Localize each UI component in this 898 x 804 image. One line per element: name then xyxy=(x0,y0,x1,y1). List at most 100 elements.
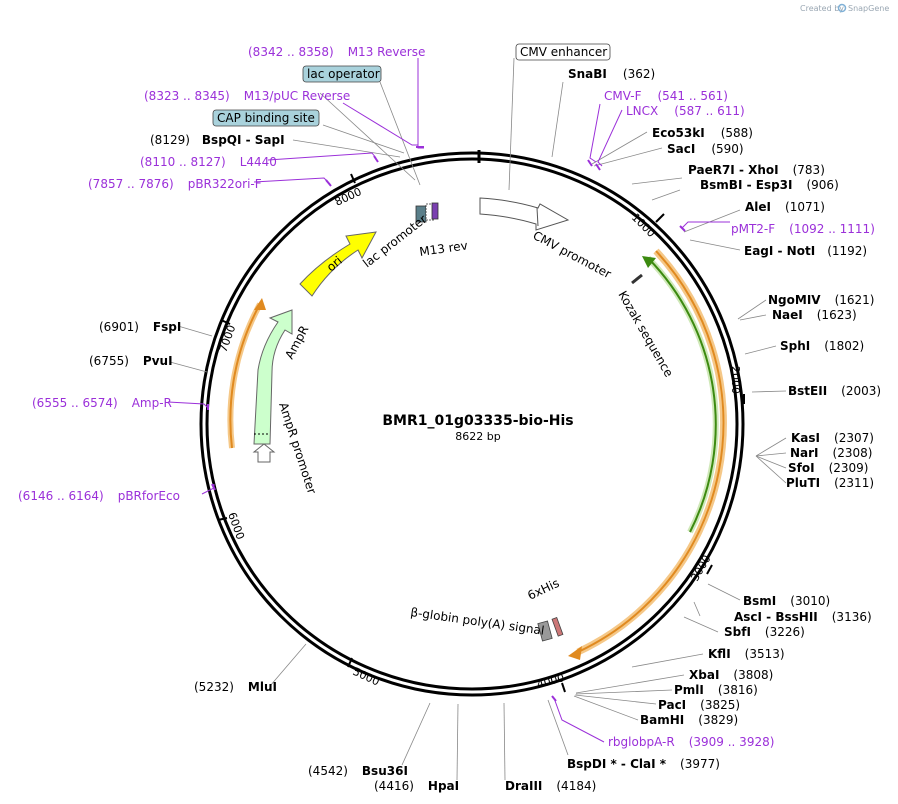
svg-text:BsmI(3010): BsmI(3010) xyxy=(743,594,830,608)
orf-inner-right-arrowhead xyxy=(642,256,656,268)
his-tag-block[interactable] xyxy=(551,617,564,637)
svg-text:LNCX(587 .. 611): LNCX(587 .. 611) xyxy=(626,104,745,118)
cmv-enhancer-box[interactable]: CMV enhancer xyxy=(515,43,611,61)
svg-text:(8342 .. 8358)M13 Reverse: (8342 .. 8358)M13 Reverse xyxy=(248,45,425,59)
enzyme-bsu36i: Bsu36I xyxy=(362,764,408,778)
ampr-promoter-arrow[interactable] xyxy=(252,443,276,463)
polya-block[interactable] xyxy=(537,620,553,642)
leader-lines xyxy=(169,57,787,781)
svg-text:KasI(2307): KasI(2307) xyxy=(791,431,874,445)
enzyme-sfoi: SfoI xyxy=(788,461,815,475)
svg-text:(8129)BspQI - SapI: (8129)BspQI - SapI xyxy=(150,133,285,147)
svg-text:(8323 .. 8345)M13/pUC Reverse: (8323 .. 8345)M13/pUC Reverse xyxy=(144,89,350,103)
svg-text:4000: 4000 xyxy=(535,671,565,691)
svg-text:(4542)Bsu36I: (4542)Bsu36I xyxy=(308,764,408,778)
svg-text:(6555 .. 6574)Amp-R: (6555 .. 6574)Amp-R xyxy=(32,396,172,410)
svg-text:CAP binding site: CAP binding site xyxy=(217,111,315,125)
cmv-promoter-divider xyxy=(536,207,539,227)
svg-text:(6755)PvuI: (6755)PvuI xyxy=(89,354,173,368)
his-label: 6xHis xyxy=(525,576,561,603)
plasmid-name: BMR1_01g03335-bio-His xyxy=(382,413,573,429)
svg-text:(6901)FspI: (6901)FspI xyxy=(99,320,181,334)
primer-pbrforeco: pBRforEco xyxy=(118,489,180,503)
enzyme-xbai: XbaI xyxy=(689,668,719,682)
svg-text:EagI - NotI(1192): EagI - NotI(1192) xyxy=(744,244,867,258)
svg-text:PluTI(2311): PluTI(2311) xyxy=(786,476,874,490)
plasmid-length: 8622 bp xyxy=(455,430,500,443)
orf-left-arrowhead xyxy=(254,298,266,310)
enzyme-draiii: DraIII xyxy=(505,779,542,793)
svg-text:(7857 .. 7876)pBR322ori-F: (7857 .. 7876)pBR322ori-F xyxy=(88,177,262,191)
enzyme-pvui: PvuI xyxy=(143,354,173,368)
backbone-inner xyxy=(205,157,739,691)
enzyme-bsmi: BsmI xyxy=(743,594,776,608)
svg-text:SfoI(2309): SfoI(2309) xyxy=(788,461,868,475)
svg-text:NarI(2308): NarI(2308) xyxy=(790,446,872,460)
svg-text:NaeI(1623): NaeI(1623) xyxy=(772,308,857,322)
enzyme-fspi: FspI xyxy=(153,320,181,334)
orf-outer-right xyxy=(576,248,727,656)
primer-l4440: L4440 xyxy=(240,155,277,169)
tick-3000: 3000 xyxy=(688,553,713,584)
svg-text:PacI(3825): PacI(3825) xyxy=(658,698,740,712)
svg-text:SbfI(3226): SbfI(3226) xyxy=(724,625,805,639)
enzyme-eco53ki: Eco53kI xyxy=(652,126,705,140)
tick-5000: 5000 xyxy=(347,657,382,689)
primer-rbglobpa-r: rbglobpA-R xyxy=(608,735,675,749)
svg-text:AleI(1071): AleI(1071) xyxy=(745,200,825,214)
primer-lncx: LNCX xyxy=(626,104,658,118)
svg-text:(4416)HpaI: (4416)HpaI xyxy=(374,779,459,793)
svg-text:rbglobpA-R(3909 .. 3928): rbglobpA-R(3909 .. 3928) xyxy=(608,735,774,749)
enzyme-bamhi: BamHI xyxy=(640,713,684,727)
svg-text:1000: 1000 xyxy=(629,211,658,240)
svg-text:SnaBI(362): SnaBI(362) xyxy=(568,67,655,81)
ampr-promoter-label: AmpR promoter xyxy=(276,401,319,496)
enzyme-paer7i-xhoi: PaeR7I - XhoI xyxy=(688,163,779,177)
snapgene-brand: SnapGene xyxy=(848,4,889,13)
primer-m13-puc-reverse: M13/pUC Reverse xyxy=(244,89,351,103)
svg-text:BspDI * - ClaI *(3977): BspDI * - ClaI *(3977) xyxy=(567,757,720,771)
tick-4000: 4000 xyxy=(535,671,566,693)
svg-text:NgoMIV(1621): NgoMIV(1621) xyxy=(768,293,874,307)
enzyme-kfli: KflI xyxy=(708,647,731,661)
enzyme-bsmbi-esp3i: BsmBI - Esp3I xyxy=(700,178,792,192)
enzyme-bspdi-clai: BspDI * - ClaI * xyxy=(567,757,667,771)
kozak-label: Kozak sequence xyxy=(615,289,676,380)
svg-text:lac operator: lac operator xyxy=(307,67,380,81)
primer-amp-r: Amp-R xyxy=(132,396,172,410)
ori-arrow[interactable] xyxy=(299,231,377,297)
enzyme-hpai: HpaI xyxy=(428,779,459,793)
svg-text:PaeR7I - XhoI(783): PaeR7I - XhoI(783) xyxy=(688,163,825,177)
orf-outer-right-line xyxy=(577,250,725,653)
enzyme-mlui: MluI xyxy=(248,680,277,694)
svg-text:PmlI(3816): PmlI(3816) xyxy=(674,683,758,697)
enzyme-ngomiv: NgoMIV xyxy=(768,293,821,307)
enzyme-sbfi: SbfI xyxy=(724,625,751,639)
svg-text:(5232)MluI: (5232)MluI xyxy=(194,680,277,694)
svg-text:XbaI(3808): XbaI(3808) xyxy=(689,668,773,682)
primer-ticks xyxy=(207,146,686,702)
enzyme-alei: AleI xyxy=(745,200,771,214)
enzyme-pmli: PmlI xyxy=(674,683,704,697)
orf-left-line xyxy=(229,303,261,449)
svg-text:DraIII(4184): DraIII(4184) xyxy=(505,779,596,793)
m13-rev-block[interactable] xyxy=(431,202,439,220)
svg-text:(8110 .. 8127)L4440: (8110 .. 8127)L4440 xyxy=(140,155,277,169)
cap-binding-site-box[interactable]: CAP binding site xyxy=(212,109,320,127)
primer-m13-reverse: M13 Reverse xyxy=(348,45,426,59)
svg-text:SphI(1802): SphI(1802) xyxy=(780,339,864,353)
cmv-promoter-arrow[interactable] xyxy=(479,197,570,231)
svg-text:Eco53kI(588): Eco53kI(588) xyxy=(652,126,753,140)
lac-operator-box[interactable]: lac operator xyxy=(302,65,382,83)
svg-text:KflI(3513): KflI(3513) xyxy=(708,647,785,661)
primer-cmv-f: CMV-F xyxy=(604,89,642,103)
enzyme-paci: PacI xyxy=(658,698,686,712)
orf-inner-right-line xyxy=(647,257,717,533)
primer-pmt2-f: pMT2-F xyxy=(731,222,775,236)
enzyme-snabi: SnaBI xyxy=(568,67,607,81)
ampr-arrow[interactable] xyxy=(253,309,293,445)
kozak-mark xyxy=(631,273,643,285)
enzyme-asci-bsshii: AscI - BssHII xyxy=(734,610,818,624)
cmv-promoter-label: CMV promoter xyxy=(531,228,614,281)
